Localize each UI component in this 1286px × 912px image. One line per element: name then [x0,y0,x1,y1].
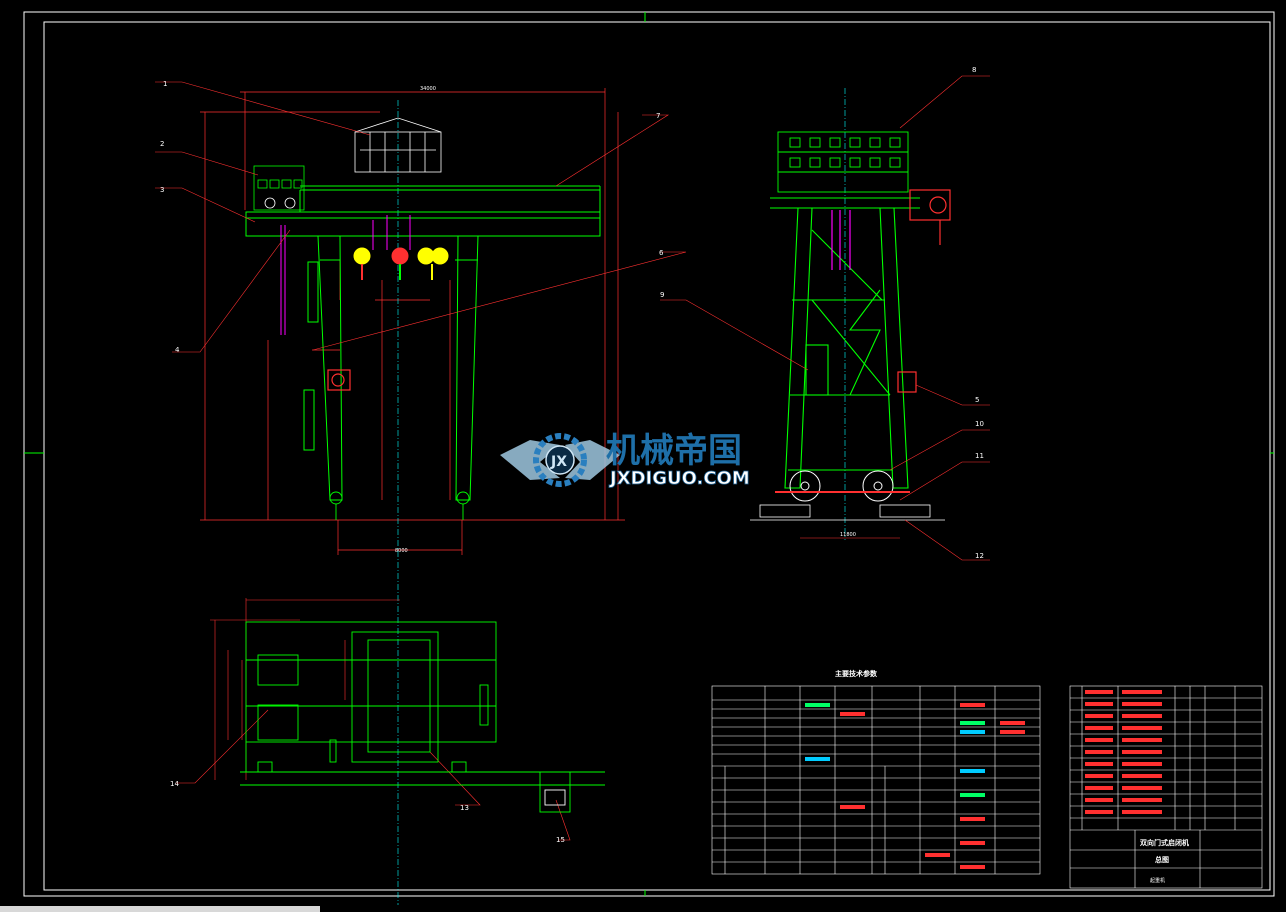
side-upper-house [770,131,920,209]
part-label-4: 4 [175,346,180,354]
title-sheet-name: 总图 [1155,855,1169,864]
part-label-13: 13 [460,804,469,812]
title-block: 双向门式启闭机 总图 起重机 [1069,685,1263,889]
plan-dimensions [210,598,400,780]
side-wheels [789,470,894,502]
title-drawing-name: 双向门式启闭机 [1140,838,1189,847]
part-label-2: 2 [160,140,164,148]
front-dim-gauge: 8000 [395,548,408,554]
watermark: JX 机械帝国 JXDIGUO.COM [500,431,750,489]
part-label-3: 3 [160,186,164,194]
front-grab-hooks [329,491,470,520]
drawing-frame [23,11,1275,897]
front-side-winch [327,369,351,391]
side-ropes [831,210,851,270]
parts-list-red-entries [1085,690,1162,814]
part-label-14: 14 [170,780,179,788]
param-table: 主要技术参数 [711,669,1041,875]
side-red-winch [897,371,917,393]
front-view: 34000 8000 [155,80,687,905]
front-main-girder [245,185,601,237]
plan-view: 13 15 14 [170,598,605,844]
front-trolley-house [354,117,442,173]
front-hoists [353,247,449,280]
watermark-cn-text: 机械帝国 [606,431,742,471]
part-label-12: 12 [975,552,984,560]
part-label-1: 1 [163,80,167,88]
front-hanging-rope [280,215,411,335]
svg-text:JX: JX [550,454,567,470]
side-auxiliary-hoist [909,189,951,245]
horizontal-scrollbar[interactable] [0,906,320,912]
side-dim-gauge: 11800 [840,532,856,538]
part-label-9: 9 [660,291,664,299]
side-view: 11800 8 9 5 10 11 12 [555,66,990,841]
part-label-11: 11 [975,452,984,460]
part-label-10: 10 [975,420,984,428]
part-label-15: 15 [556,836,565,844]
part-label-6: 6 [659,249,664,257]
front-electric-room [253,165,305,211]
title-designer: 起重机 [1150,877,1165,884]
part-label-8: 8 [972,66,976,74]
front-legs [303,235,479,501]
part-label-7: 7 [656,112,660,120]
param-table-title: 主要技术参数 [835,669,878,678]
watermark-en-text: JXDIGUO.COM [608,468,750,489]
part-label-5: 5 [975,396,979,404]
front-dim-span: 34000 [420,86,436,92]
plan-frame [240,621,605,813]
front-leaders [155,81,687,806]
param-table-highlights [805,703,1025,869]
side-leaders [555,75,990,841]
watermark-gear-icon: JX [500,433,620,487]
side-bogies [750,504,945,521]
side-legs [784,207,909,489]
